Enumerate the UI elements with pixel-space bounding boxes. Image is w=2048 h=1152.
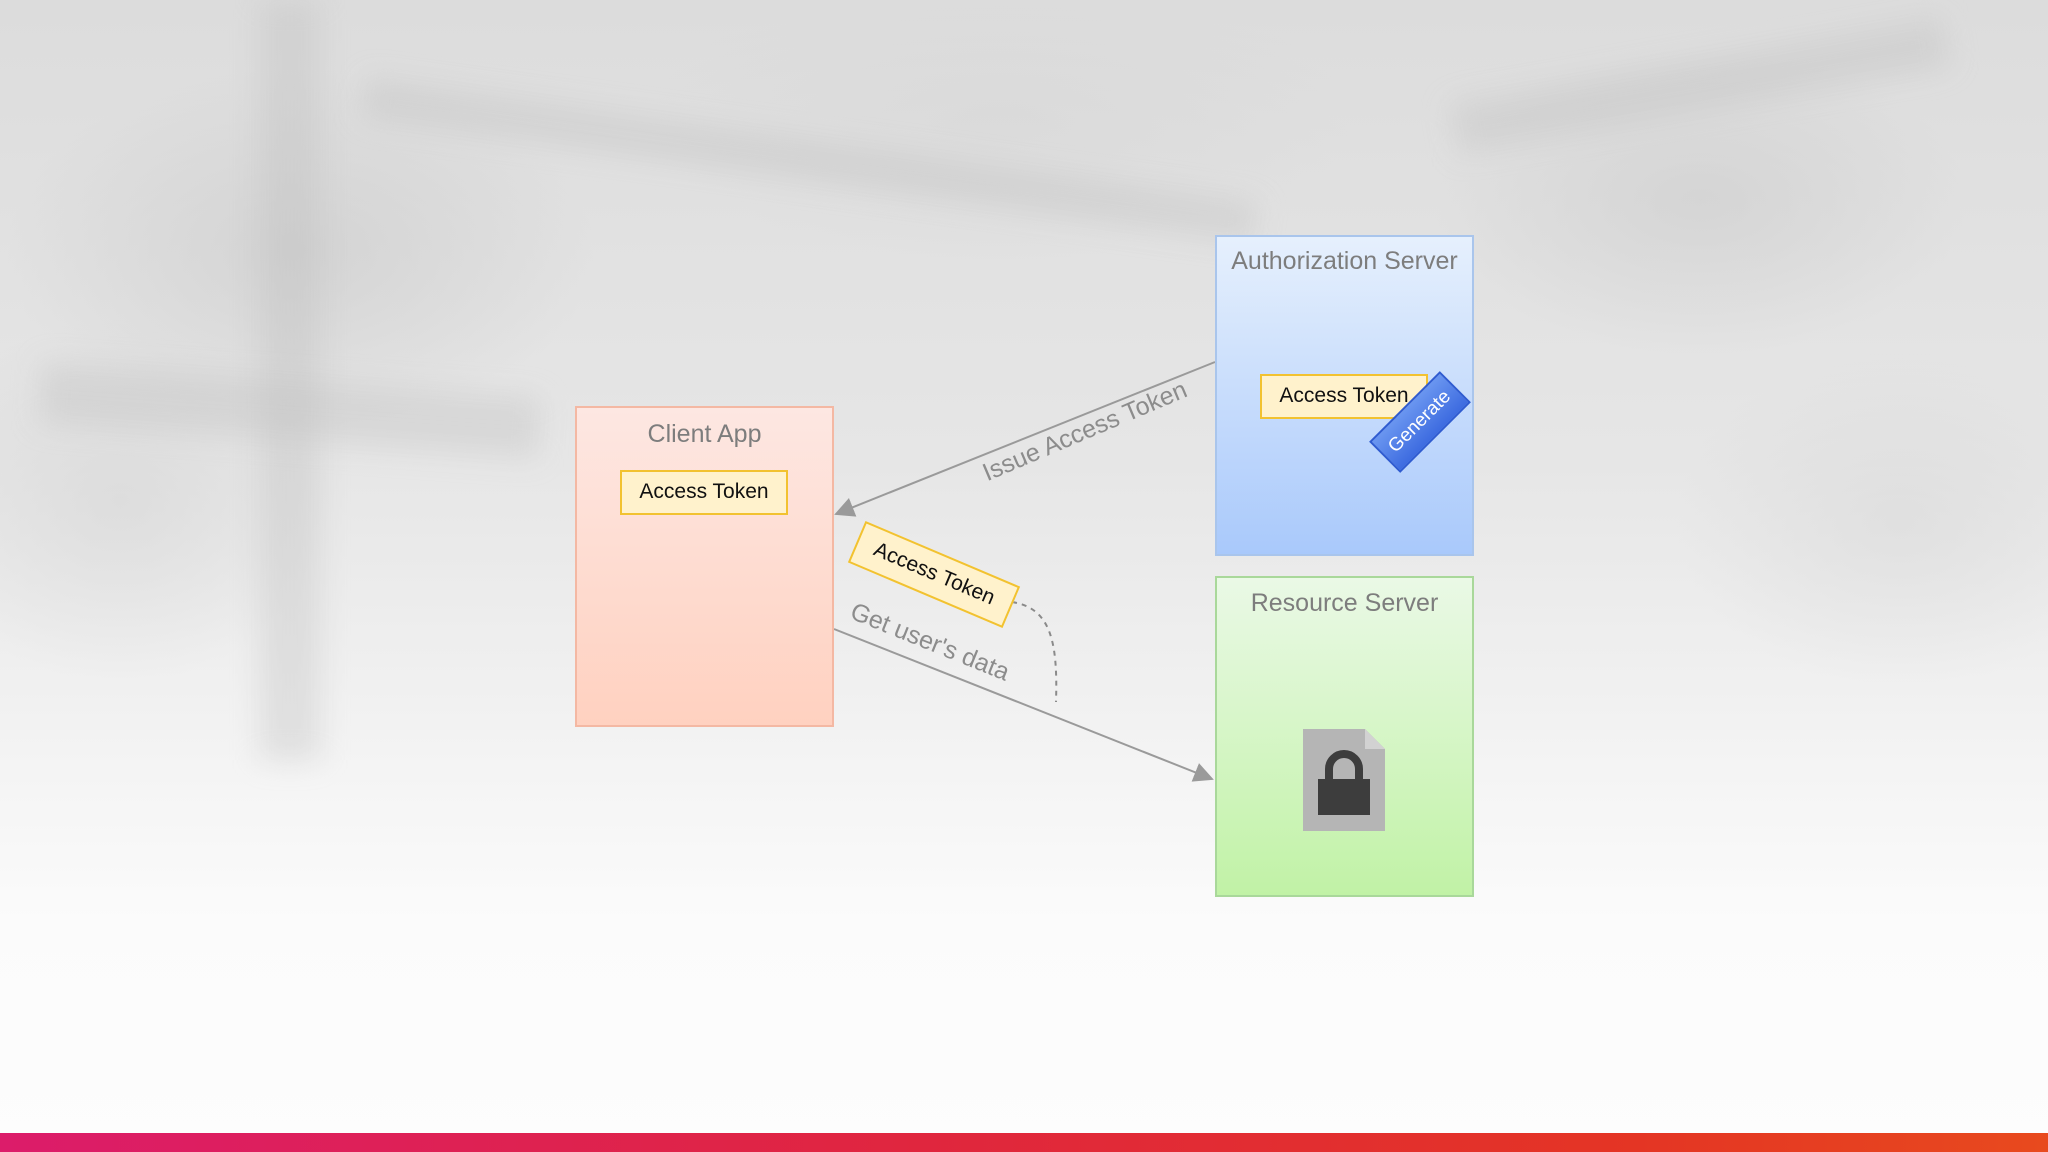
bottom-accent-bar (0, 1133, 2048, 1152)
locked-document-icon (1303, 729, 1385, 836)
authorization-server-title: Authorization Server (1231, 247, 1458, 275)
token-attachment-line (1011, 601, 1058, 703)
issue-arrow (834, 361, 1216, 517)
client-app-box: Client App (575, 406, 834, 727)
request-arrow (833, 628, 1214, 782)
resource-server-title: Resource Server (1250, 589, 1439, 617)
client-access-token: Access Token (620, 470, 788, 515)
client-app-title: Client App (647, 420, 762, 448)
auth-access-token: Access Token (1260, 374, 1428, 419)
background-shape (260, 0, 320, 760)
